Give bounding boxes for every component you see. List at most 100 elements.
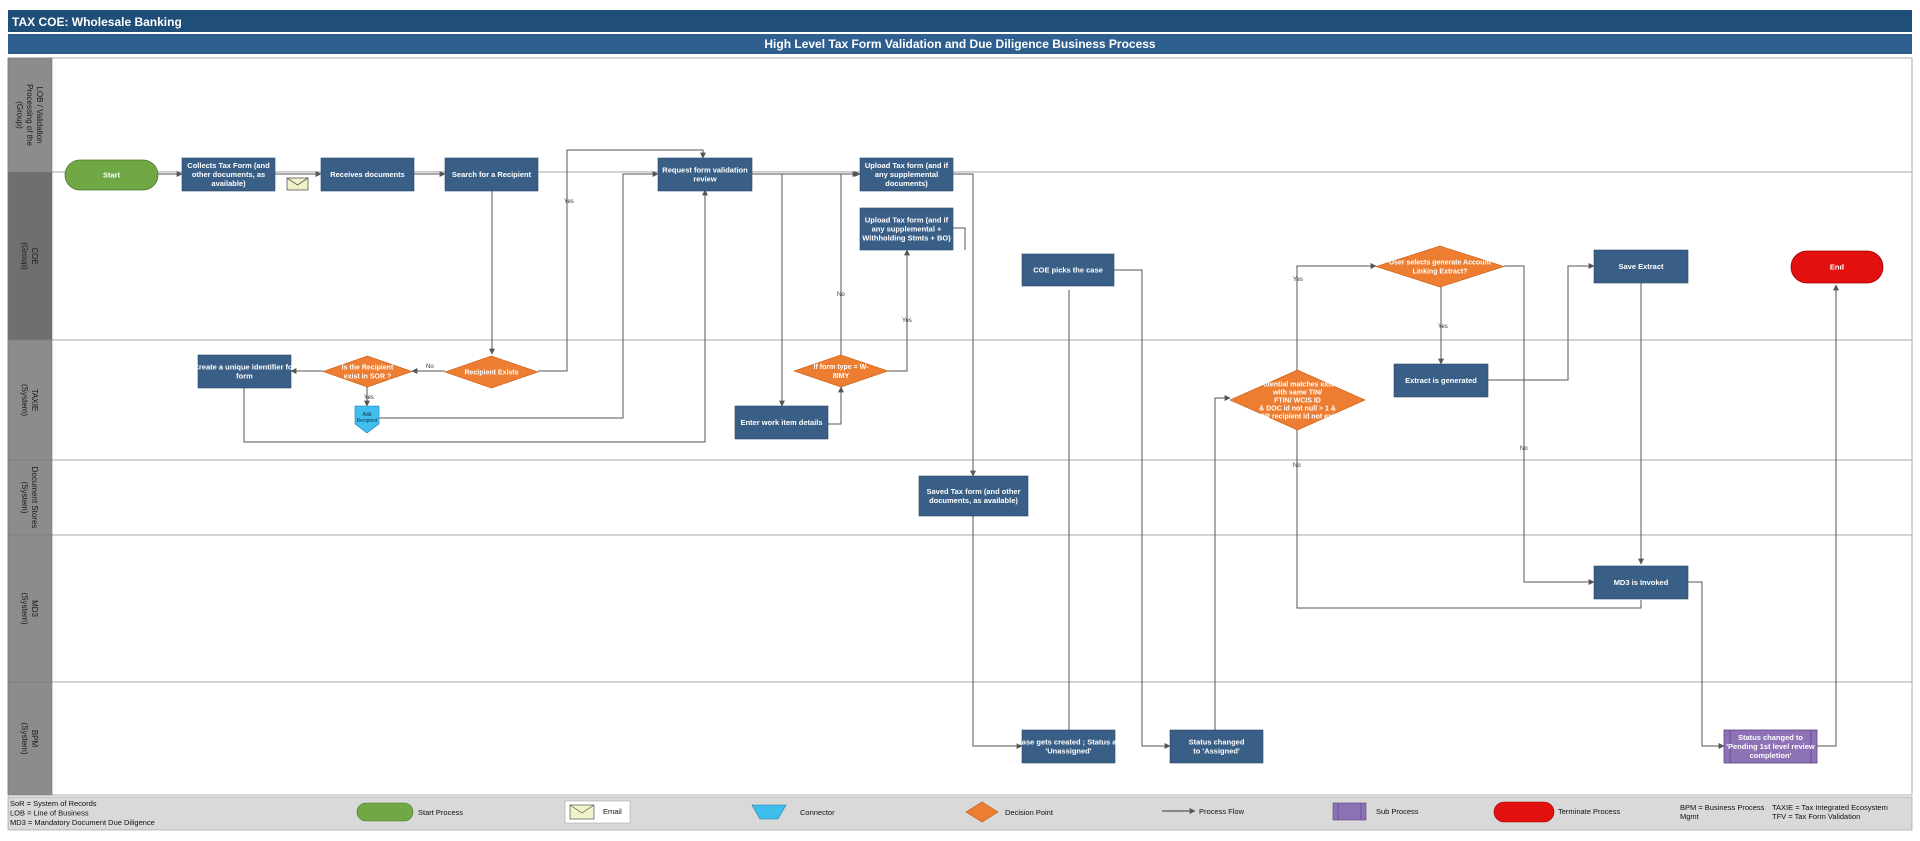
node-upload1-text: Upload Tax form (and if [865, 161, 949, 170]
lane-taxie-label-text: (System) [20, 384, 29, 416]
lane-document-stores-label: Document Stores(System) [20, 467, 39, 529]
edge-labels: Yes No Yes No Yes Yes Yes No No [364, 199, 1528, 469]
header-bar [8, 10, 1912, 32]
node-save-extract: Save Extract [1593, 249, 1689, 284]
node-is-recipient-text: Is the Recipient [342, 364, 394, 371]
legend-flow-label: Process Flow [1199, 807, 1245, 816]
edge-enterwork-formtype [828, 386, 844, 425]
node-case-created-text: Case gets created ; Status as [1016, 738, 1120, 747]
node-add-recipient-text: Recipient [357, 418, 378, 424]
flow-connectors [158, 149, 1839, 749]
legend-start-shape [356, 802, 414, 822]
diagram-title: High Level Tax Form Validation and Due D… [764, 37, 1156, 51]
node-potential-text: SOR recipient id not exist [1255, 413, 1341, 420]
legend-terminate-label: Terminate Process [1558, 807, 1620, 816]
label-no-formtype: No [837, 292, 845, 298]
node-enter-work: Enter work item details [734, 405, 829, 440]
lane-md3-label-bg [7, 534, 53, 683]
node-potential-text: & DOC id not null > 1 & [1259, 405, 1336, 412]
edge-extract-save [1488, 263, 1595, 381]
node-request-text: Request form validation [662, 166, 748, 175]
node-enter-work-text: Enter work item details [740, 418, 822, 427]
legend-decision-shape [965, 801, 999, 823]
node-coe-picks-text: COE picks the case [1033, 266, 1103, 275]
node-save-extract-text: Save Extract [1618, 262, 1664, 271]
node-coe-picks: COE picks the case [1021, 253, 1115, 287]
edge-md3-pending [1688, 581, 1725, 749]
node-case-created-text: 'Unassigned' [1045, 747, 1091, 756]
node-recipient-exists: Recipient Exists [444, 355, 539, 389]
edge-user-no-md3 [1504, 265, 1595, 585]
lane-coe-label: COE(Group) [20, 242, 39, 270]
lane-lob-label-text: Processing of the [25, 84, 34, 146]
lane-lob [7, 57, 1913, 173]
label-yes-user: Yes [1438, 324, 1448, 330]
node-if-form-type-text: 8IMY [833, 373, 850, 380]
node-add-recipient-text: Add [363, 412, 372, 418]
edge-md3-potential-no [1296, 430, 1642, 609]
node-extract-generated: Extract is generated [1393, 363, 1489, 398]
edge-recipient-yes-request [538, 149, 706, 372]
node-user-selects-text: Linking Extract? [1413, 268, 1468, 275]
edge-potential-yes-user [1296, 263, 1377, 370]
label-no-user: No [1520, 446, 1528, 452]
legend-subprocess-shape [1332, 802, 1367, 821]
lane-md3-label: MD3(System) [20, 593, 39, 625]
edge-create-request [243, 189, 708, 443]
node-start-text: Start [103, 171, 121, 180]
node-collects-text: other documents, as [192, 170, 265, 179]
node-upload1-text: documents) [885, 179, 928, 188]
lane-md3-label-text: (System) [20, 593, 29, 625]
edge-coepicks-status [1114, 269, 1171, 749]
node-saved-tax-text: documents, as available) [929, 496, 1018, 505]
legend-connector-shape [751, 804, 787, 820]
legend-bar [7, 796, 1913, 831]
legend-subprocess-label: Sub Process [1376, 807, 1419, 816]
lane-bpm-label-text: (System) [20, 723, 29, 755]
lane-lob-label-text: (Group) [15, 101, 24, 129]
lane-bpm-label: BPM(System) [20, 723, 39, 755]
edge-add-request [379, 171, 659, 419]
header-title: TAX COE: Wholesale Banking [12, 15, 182, 29]
lane-coe-label-text: (Group) [20, 242, 29, 270]
node-md3-invoked: MD3 is Invoked [1593, 565, 1689, 600]
node-status-pending-text: completion' [1750, 751, 1792, 760]
node-create-unique-text: Create a unique identifier for [193, 363, 295, 372]
lane-document-stores-label-text: (System) [20, 482, 29, 514]
node-collects-text: Collects Tax Form (and [187, 161, 270, 170]
node-collects-text: available) [211, 179, 246, 188]
lane-bpm [7, 681, 1913, 796]
node-md3-invoked-text: MD3 is Invoked [1614, 578, 1669, 587]
legend-taxie-def: TFV = Tax Form Validation [1772, 812, 1860, 821]
legend-start-label: Start Process [418, 808, 463, 817]
node-case-created: Case gets created ; Status as'Unassigned… [1016, 729, 1121, 764]
legend-terminate-shape [1493, 801, 1555, 823]
legend-email-icon-flap [569, 804, 595, 814]
lane-lob-label-bg [7, 57, 53, 173]
node-upload2-text: Upload Tax form (and if [865, 216, 949, 225]
legend-bpm-def: BPM = Business Process [1680, 803, 1765, 812]
label-yes-add: Yes [364, 395, 374, 401]
edge-request-enterwork [752, 173, 785, 407]
node-if-form-type-text: If form type = W- [814, 364, 870, 371]
lane-bpm-label-text: BPM [30, 730, 39, 748]
node-upload2-text: Withholding Stmts + BO) [862, 234, 951, 243]
email-icon [286, 177, 309, 191]
lane-bpm-label-bg [7, 681, 53, 796]
legend-abbreviation: MD3 = Mandatory Document Due Diligence [10, 818, 155, 827]
edge-formtype-yes-upload2 [886, 249, 910, 372]
lane-lob-label-text: LOB / Validation [35, 86, 44, 143]
node-status-assigned-text: Status changed [1189, 738, 1245, 747]
node-receives: Receives documents [320, 157, 415, 192]
edge-status-potential [1214, 395, 1231, 730]
